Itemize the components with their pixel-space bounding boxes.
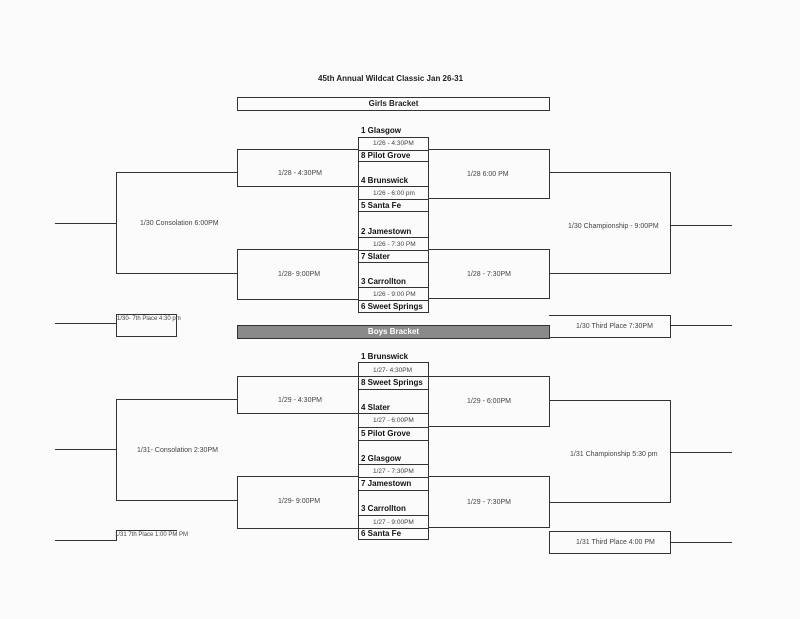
boys-team-4: 5 Pilot Grove bbox=[361, 429, 411, 438]
girls-right-top-bracket bbox=[428, 149, 550, 199]
boys-game-2-time: 1/27 - 6:00PM bbox=[373, 417, 414, 424]
girls-team-4: 5 Santa Fe bbox=[361, 201, 402, 210]
girls-team-3: 4 Brunswick bbox=[361, 176, 409, 185]
girls-team-8: 6 Sweet Springs bbox=[361, 302, 423, 311]
boys-right-top-bracket bbox=[428, 376, 550, 427]
girls-left-bottom-bracket bbox=[237, 249, 359, 300]
girls-team-6: 7 Slater bbox=[361, 252, 390, 261]
girls-game-3-time: 1/26 - 7:30 PM bbox=[373, 241, 416, 248]
boys-team-1: 1 Brunswick bbox=[361, 352, 409, 361]
boys-right-bottom-label: 1/29 - 7:30PM bbox=[467, 499, 511, 506]
girls-team-2: 8 Pilot Grove bbox=[361, 151, 411, 160]
girls-right-bottom-label: 1/28 - 7:30PM bbox=[467, 271, 511, 278]
boys-bracket-header: Boys Bracket bbox=[237, 325, 550, 339]
boys-championship-label: 1/31 Championship 5:30 pm bbox=[570, 451, 658, 458]
boys-team-6: 7 Jamestown bbox=[361, 479, 412, 488]
page-title: 45th Annual Wildcat Classic Jan 26-31 bbox=[318, 74, 464, 83]
boys-team-2: 8 Sweet Springs bbox=[361, 378, 423, 387]
boys-left-top-label: 1/29 - 4:30PM bbox=[278, 397, 322, 404]
boys-consolation-label: 1/31- Consolation 2:30PM bbox=[137, 447, 218, 454]
boys-team-8: 6 Santa Fe bbox=[361, 529, 402, 538]
girls-game-2-time: 1/26 - 6:00 pm bbox=[373, 190, 415, 197]
girls-consolation-label: 1/30 Consolation 6:00PM bbox=[140, 220, 219, 227]
girls-consolation-bracket bbox=[116, 172, 238, 274]
boys-championship-bracket bbox=[549, 400, 671, 503]
girls-game-1-time: 1/26 - 4:30PM bbox=[373, 140, 414, 147]
boys-seventh-place-label: 1/31 7th Place 1:00 PM PM bbox=[115, 532, 189, 538]
girls-seventh-place-box bbox=[116, 314, 177, 337]
boys-team-3: 4 Slater bbox=[361, 403, 390, 412]
boys-consolation-bracket bbox=[116, 399, 238, 501]
boys-team-5: 2 Glasgow bbox=[361, 454, 402, 463]
boys-third-place-label: 1/31 Third Place 4:00 PM bbox=[576, 539, 655, 546]
girls-game-4-time: 1/26 - 9:00 PM bbox=[373, 291, 416, 298]
boys-left-bottom-bracket bbox=[237, 476, 359, 529]
girls-left-bottom-label: 1/28- 9:00PM bbox=[278, 271, 321, 278]
girls-third-place-label: 1/30 Third Place 7:30PM bbox=[576, 323, 653, 330]
girls-right-bottom-bracket bbox=[428, 249, 550, 299]
girls-seventh-place-label: 1/30- 7th Place 4:30 pm bbox=[117, 316, 181, 322]
boys-right-top-label: 1/29 - 6:00PM bbox=[467, 398, 511, 405]
girls-team-5: 2 Jamestown bbox=[361, 227, 412, 236]
girls-team-1: 1 Glasgow bbox=[361, 126, 402, 135]
boys-left-bottom-label: 1/29- 9:00PM bbox=[278, 498, 321, 505]
girls-third-place-box bbox=[549, 315, 671, 338]
boys-game-3-time: 1/27 - 7:30PM bbox=[373, 468, 414, 475]
girls-right-top-label: 1/28 6:00 PM bbox=[467, 171, 509, 178]
boys-left-top-bracket bbox=[237, 376, 359, 414]
boys-team-7: 3 Carrollton bbox=[361, 504, 406, 513]
boys-game-1-time: 1/27- 4:30PM bbox=[373, 367, 413, 374]
girls-team-7: 3 Carrollton bbox=[361, 277, 406, 286]
girls-championship-label: 1/30 Championship - 9:00PM bbox=[568, 223, 659, 230]
girls-left-top-bracket bbox=[237, 149, 359, 187]
boys-game-4-time: 1/27 - 9:00PM bbox=[373, 519, 414, 526]
girls-championship-bracket bbox=[549, 172, 671, 274]
girls-left-top-label: 1/28 - 4:30PM bbox=[278, 170, 322, 177]
girls-bracket-header: Girls Bracket bbox=[237, 97, 550, 111]
